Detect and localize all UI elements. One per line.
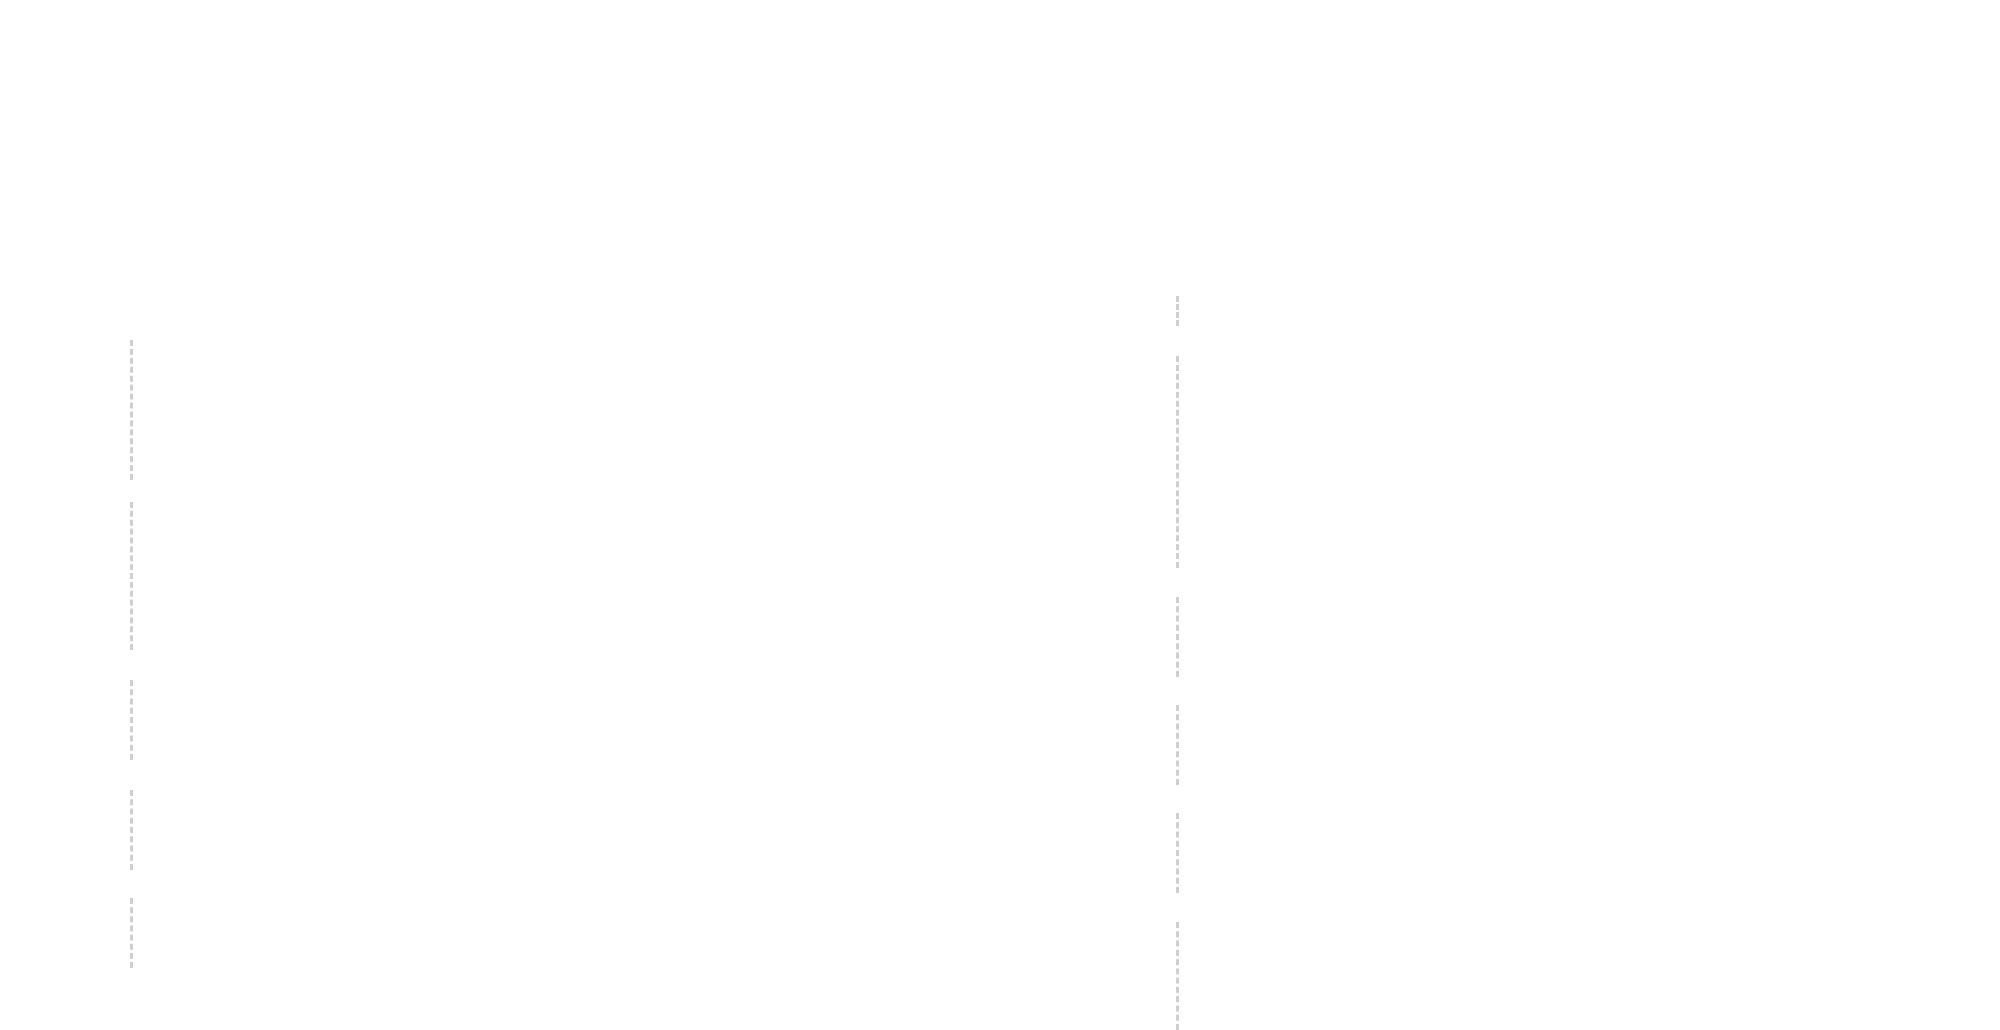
right-column: [1170, 0, 2000, 1030]
left-column: [130, 340, 133, 968]
left-guide-segment-5: [130, 898, 133, 968]
left-guide-segment-1: [130, 340, 133, 480]
right-guide-segment-6: [1176, 922, 1179, 1030]
right-guide-segment-4: [1176, 705, 1179, 785]
left-guide-segment-4: [130, 790, 133, 870]
right-guide-segment-3: [1176, 597, 1179, 677]
left-guide-segment-3: [130, 680, 133, 760]
left-guide-segment-2: [130, 502, 133, 650]
right-guide-segment-2: [1176, 356, 1179, 568]
right-guide-segment-1: [1176, 296, 1179, 326]
right-guide-segment-5: [1176, 813, 1179, 893]
